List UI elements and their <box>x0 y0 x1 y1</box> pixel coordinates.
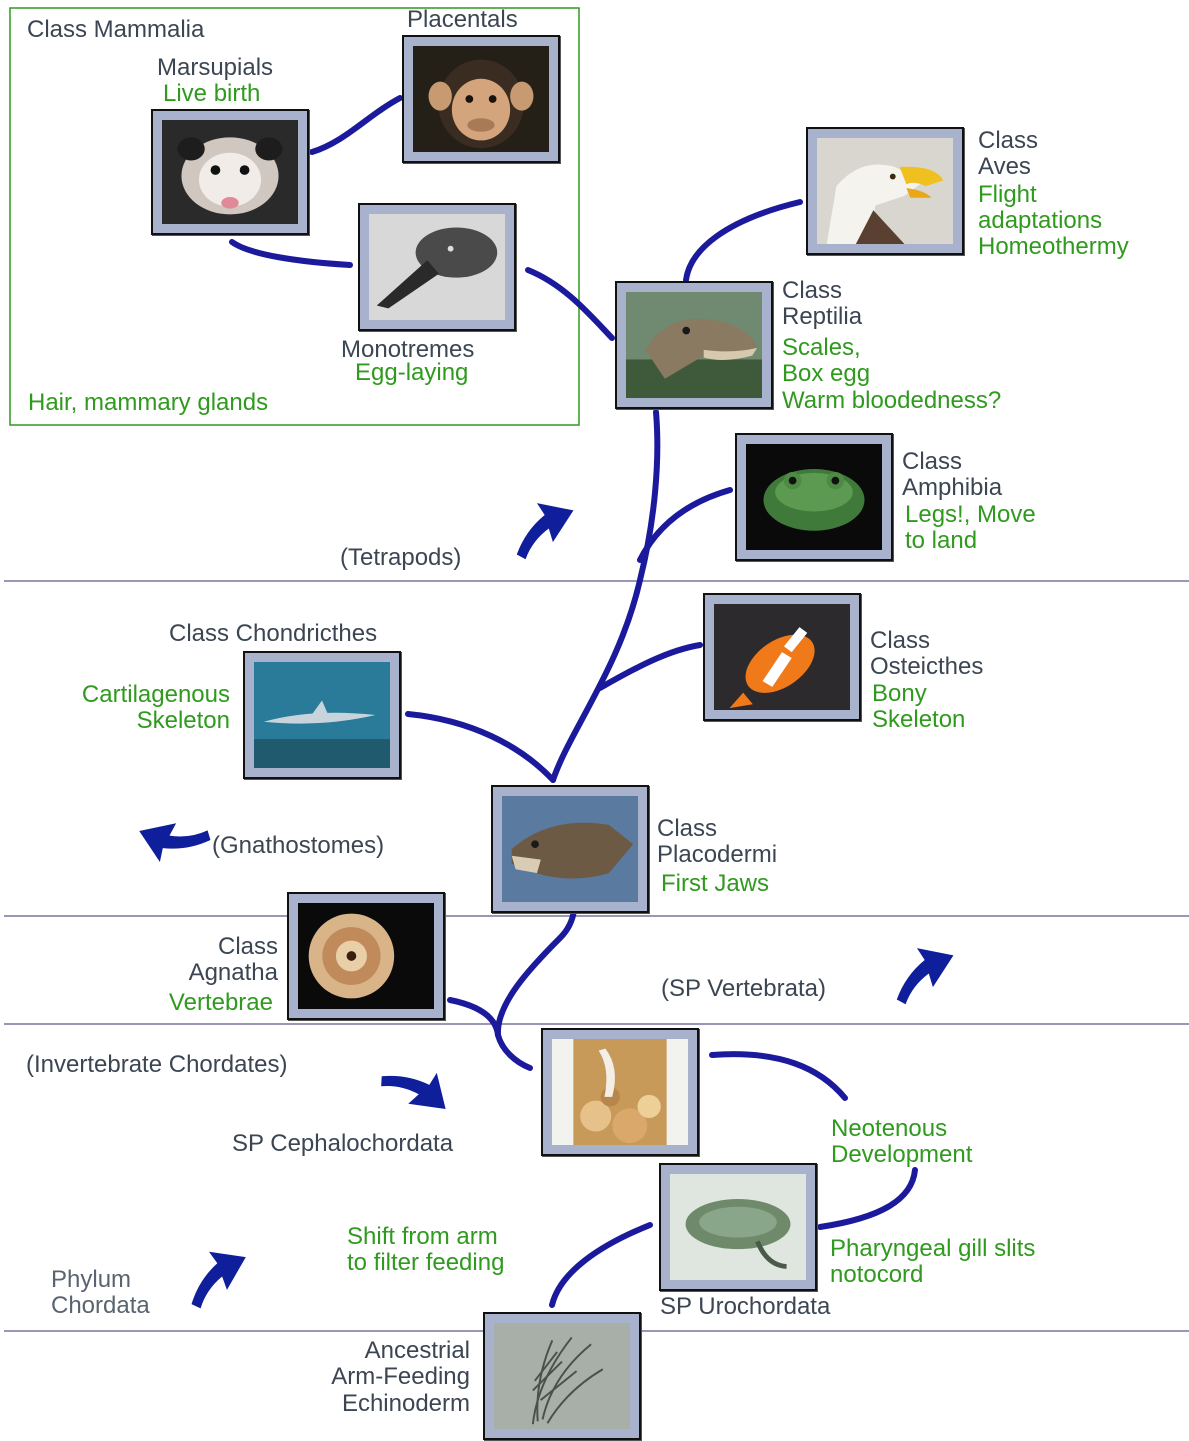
chordata-line-1: Phylum <box>51 1266 132 1293</box>
branch-osteicthes <box>597 642 703 691</box>
monotremes-name: Monotremes <box>341 336 475 363</box>
placentals-name: Placentals <box>407 6 518 33</box>
marsupials-image <box>151 109 309 235</box>
agnatha-name-1: Class <box>217 933 278 960</box>
invertebrate-chordates-label: (Invertebrate Chordates) <box>26 1051 288 1078</box>
mammalia-group-box <box>9 7 580 426</box>
urochordata-trait-2: notocord <box>830 1261 924 1288</box>
echinoderm-line-3: Echinoderm <box>341 1390 470 1417</box>
reptilia-trait-2: Box egg <box>782 360 871 387</box>
osteicthes-image <box>703 593 861 721</box>
chordata-line-2: Chordata <box>51 1292 150 1319</box>
branch-placodermi <box>494 907 577 1038</box>
reptilia-trait-3: Warm bloodedness? <box>782 387 1002 414</box>
mammalia-traits: Hair, mammary glands <box>28 389 269 416</box>
branch-marsupials-placentals <box>309 95 403 155</box>
marsupials-name: Marsupials <box>157 54 274 81</box>
echinoderm-line-1: Ancestrial <box>364 1337 470 1364</box>
amphibia-name-2: Amphibia <box>902 474 1003 501</box>
placodermi-name-2: Placodermi <box>657 841 778 868</box>
echinoderm-line-2: Arm-Feeding <box>331 1363 470 1390</box>
aves-name-1: Class <box>978 127 1039 154</box>
reptilia-name-2: Reptilia <box>782 303 863 330</box>
placodermi-name-1: Class <box>657 815 718 842</box>
branch-trunk-lower <box>549 1222 653 1308</box>
placodermi-image <box>491 785 649 913</box>
branch-urochordata <box>817 1167 918 1230</box>
cephalochordata-name: SP Cephalochordata <box>232 1130 454 1157</box>
agnatha-image <box>287 892 445 1020</box>
urochordata-name: SP Urochordata <box>660 1293 831 1320</box>
osteicthes-name-1: Class <box>870 627 931 654</box>
urochordata-image <box>659 1163 817 1291</box>
tetrapods-label: (Tetrapods) <box>340 544 462 571</box>
urochordata-trait-1: Pharyngeal gill slits <box>830 1235 1036 1262</box>
aves-trait-2: adaptations <box>978 207 1103 234</box>
placodermi-trait: First Jaws <box>661 870 769 897</box>
branch-agnatha <box>447 997 533 1071</box>
echinoderm-image <box>483 1312 641 1440</box>
gnathostomes-label: (Gnathostomes) <box>212 832 385 859</box>
branch-trunk-upper <box>550 409 661 783</box>
cephalochordata-image <box>541 1028 699 1156</box>
branch-amphibia <box>637 487 733 563</box>
reptilia-image <box>615 281 773 409</box>
chondrichthes-image <box>243 651 401 779</box>
invertebrate-arrow-icon <box>381 1072 446 1109</box>
aves-trait-3: Homeothermy <box>978 233 1129 260</box>
vertebrata-label: (SP Vertebrata) <box>661 975 826 1002</box>
amphibia-image <box>735 433 893 561</box>
aves-name-2: Aves <box>978 153 1031 180</box>
tetrapods-arrow-icon <box>516 503 574 560</box>
branch-monotremes-marsupials <box>229 239 353 268</box>
branch-aves <box>683 199 803 283</box>
monotremes-trait: Egg-laying <box>355 359 469 386</box>
osteicthes-trait-1: Bony <box>872 680 927 707</box>
amphibia-name-1: Class <box>902 448 963 475</box>
chondrichthes-trait-2: Skeleton <box>136 707 230 734</box>
aves-trait-1: Flight <box>978 181 1037 208</box>
gnathostomes-arrow-icon <box>139 823 211 862</box>
shift-line-1: Shift from arm <box>347 1223 498 1250</box>
neotenous-line-1: Neotenous <box>831 1115 948 1142</box>
reptilia-trait-1: Scales, <box>782 334 861 361</box>
shift-line-2: to filter feeding <box>347 1249 505 1276</box>
chondrichthes-name: Class Chondricthes <box>169 620 378 647</box>
direction-arrows <box>139 503 954 1309</box>
aves-image <box>806 127 964 255</box>
osteicthes-trait-2: Skeleton <box>872 706 966 733</box>
neotenous-line-2: Development <box>831 1141 973 1168</box>
osteicthes-name-2: Osteicthes <box>870 653 984 680</box>
chordata-arrow-icon <box>191 1251 246 1309</box>
vertebrata-arrow-icon <box>896 948 954 1005</box>
marsupials-trait: Live birth <box>163 80 261 107</box>
branch-reptile-monotremes <box>525 267 615 341</box>
chondrichthes-trait-1: Cartilagenous <box>81 681 230 708</box>
reptilia-name-1: Class <box>782 277 843 304</box>
mammalia-title: Class Mammalia <box>27 16 205 43</box>
monotremes-image <box>358 203 516 331</box>
branch-chondrichthes <box>405 711 556 783</box>
amphibia-trait-1: Legs!, Move <box>905 501 1036 528</box>
branch-neotenous <box>709 1051 848 1101</box>
amphibia-trait-2: to land <box>905 527 978 554</box>
tree-branches <box>229 95 918 1308</box>
placentals-image <box>402 35 560 163</box>
agnatha-name-2: Agnatha <box>188 959 278 986</box>
agnatha-trait: Vertebrae <box>168 989 273 1016</box>
